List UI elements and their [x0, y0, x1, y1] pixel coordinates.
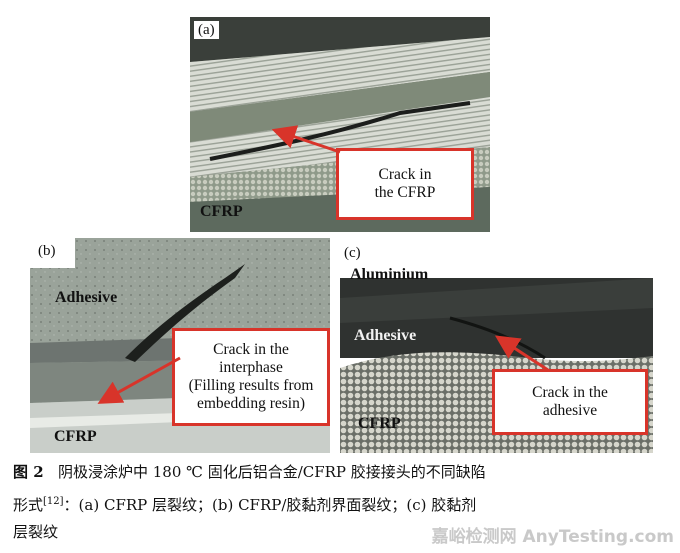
- micrograph-panel-b: (b) Adhesive CFRP Crack in the interphas…: [30, 238, 330, 453]
- panel-a-label: (a): [194, 21, 219, 39]
- panel-b-material-cfrp: CFRP: [54, 428, 97, 445]
- panel-c-material-adhesive: Adhesive: [354, 327, 417, 344]
- panel-c-callout-line-1: Crack in the: [532, 384, 608, 401]
- panel-c-crack-callout: Crack in the adhesive: [492, 369, 648, 435]
- panel-a-crack-callout: Crack in the CFRP: [336, 148, 474, 220]
- figure-caption-line-1: 图 2 阴极浸涂炉中 180 ℃ 固化后铝合金/CFRP 胶接接头的不同缺陷: [13, 462, 486, 482]
- panel-a-callout-line-1: Crack in: [378, 166, 432, 183]
- panel-b-material-adhesive: Adhesive: [55, 289, 118, 306]
- panel-a-callout-line-2: the CFRP: [374, 184, 436, 201]
- caption-reference: [12]: [43, 496, 64, 507]
- panel-b-callout-line-3: (Filling results from: [188, 377, 314, 394]
- panel-c-material-cfrp: CFRP: [358, 415, 401, 432]
- panel-b-callout-line-2: interphase: [219, 359, 283, 376]
- panel-c-label: (c): [340, 244, 365, 262]
- panel-b-callout-line-1: Crack in the: [213, 341, 289, 358]
- panel-a-material-cfrp: CFRP: [200, 203, 243, 220]
- panel-c-callout-line-2: adhesive: [542, 402, 598, 419]
- figure-caption-line-2: 形式[12]：(a) CFRP 层裂纹；(b) CFRP/胶黏剂界面裂纹；(c)…: [13, 492, 476, 515]
- micrograph-panel-a: (a) CFRP Crack in the CFRP: [190, 17, 490, 232]
- panel-c-arrow: [494, 335, 549, 372]
- site-watermark: 嘉峪检测网 AnyTesting.com: [431, 527, 674, 547]
- figure-caption-line-3: 层裂纹: [13, 522, 58, 542]
- panel-b-crack-callout: Crack in the interphase (Filling results…: [172, 328, 330, 426]
- figure-number: 图 2: [13, 463, 44, 481]
- caption-text-2b: ：(a) CFRP 层裂纹；(b) CFRP/胶黏剂界面裂纹；(c) 胶黏剂: [63, 496, 477, 514]
- caption-text-3: 层裂纹: [13, 523, 59, 541]
- micrograph-a-image: [190, 17, 490, 232]
- panel-b-label: (b): [34, 242, 60, 260]
- panel-b-arrow: [97, 356, 181, 404]
- panel-c-material-aluminium: Aluminium: [350, 266, 429, 283]
- caption-text-1: 阴极浸涂炉中 180 ℃ 固化后铝合金/CFRP 胶接接头的不同缺陷: [57, 463, 486, 481]
- caption-text-2a: 形式: [13, 496, 44, 514]
- panel-a-arrow: [271, 125, 341, 154]
- panel-b-callout-line-4: embedding resin): [196, 395, 306, 412]
